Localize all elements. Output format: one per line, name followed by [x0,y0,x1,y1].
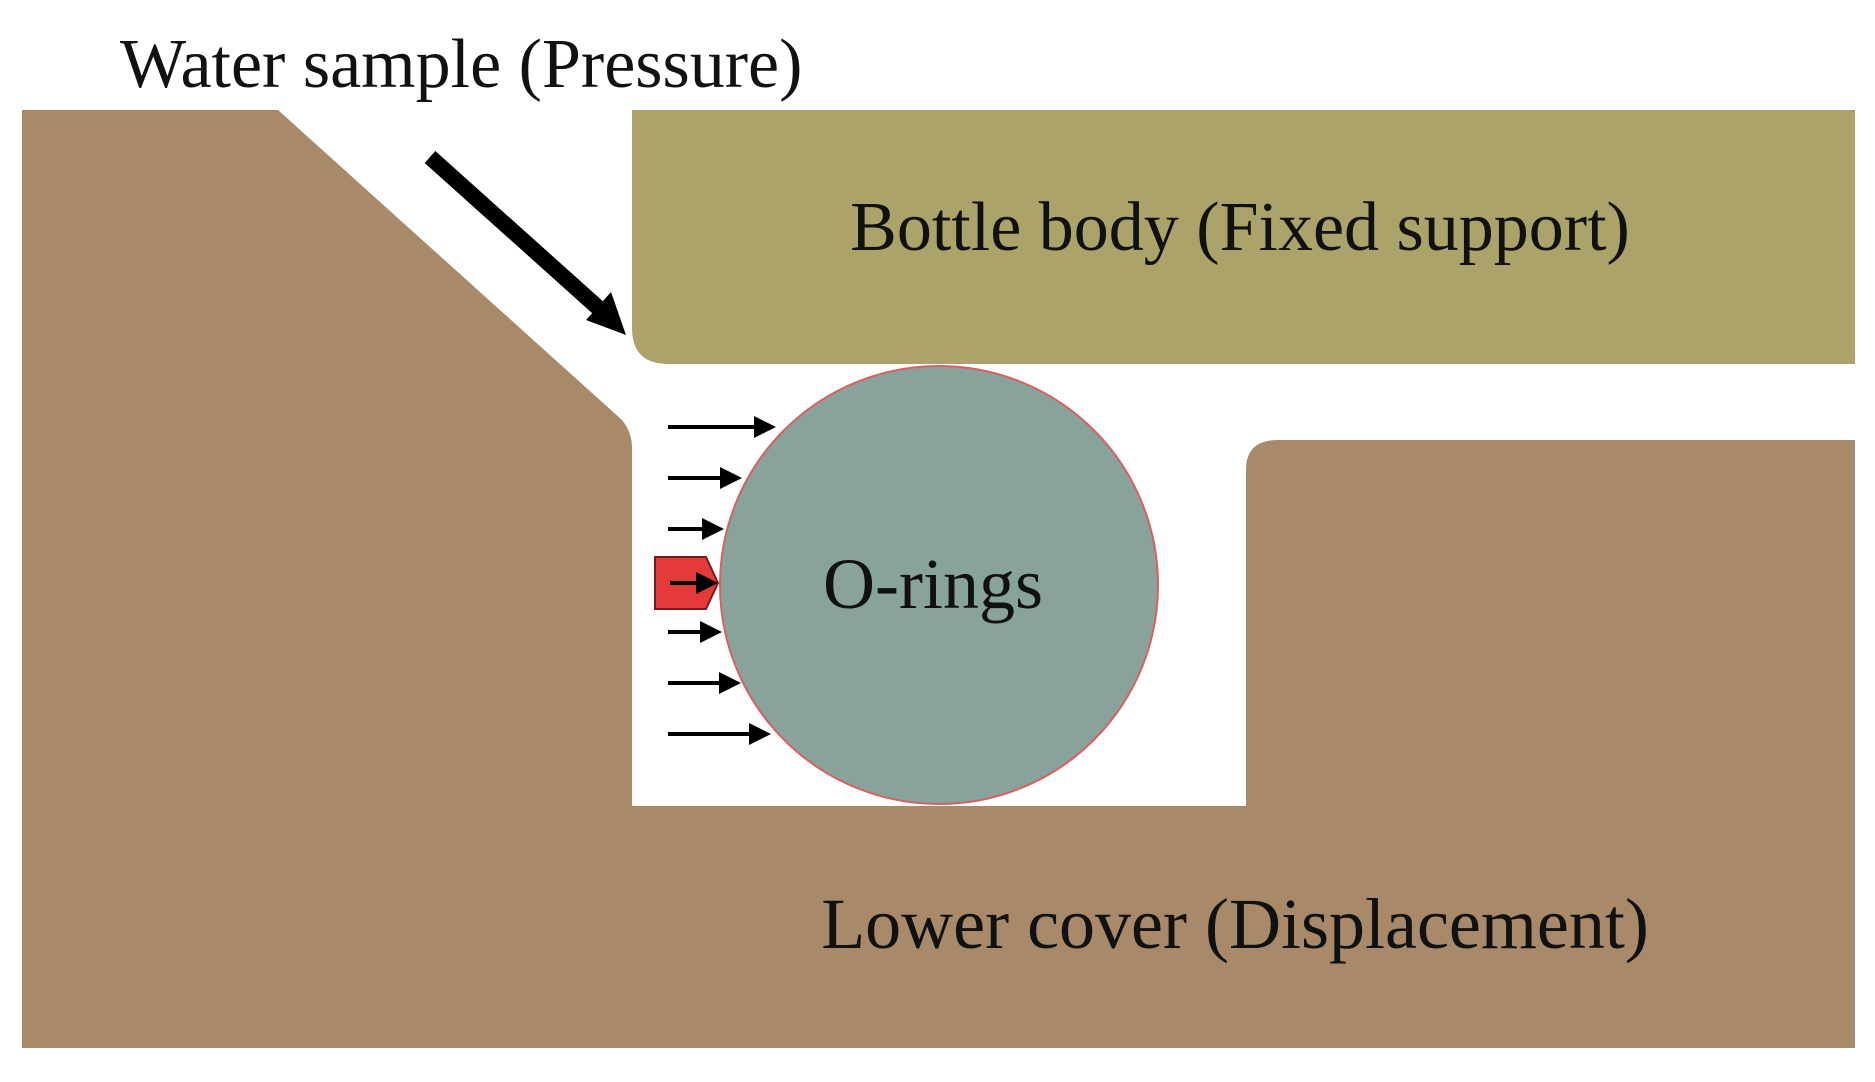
bottle-body-shape [632,110,1855,364]
pressure-arrow-head [700,621,722,643]
o-rings-label: O-rings [823,544,1043,624]
pressure-arrow-head [749,723,771,745]
bottle-body-label: Bottle body (Fixed support) [850,189,1630,266]
pressure-arrow-head [754,416,776,438]
pressure-arrow-head [696,572,718,594]
water-sample-label: Water sample (Pressure) [120,26,802,103]
pressure-arrow-head [720,467,742,489]
lower-cover-label: Lower cover (Displacement) [821,884,1649,964]
lower-cover-shape [22,110,1855,1048]
o-ring-shape [719,365,1159,805]
water-pressure-arrow [424,151,626,335]
pressure-arrow-head [702,518,724,540]
pressure-arrows [668,416,776,745]
pressure-arrow-head [719,672,741,694]
